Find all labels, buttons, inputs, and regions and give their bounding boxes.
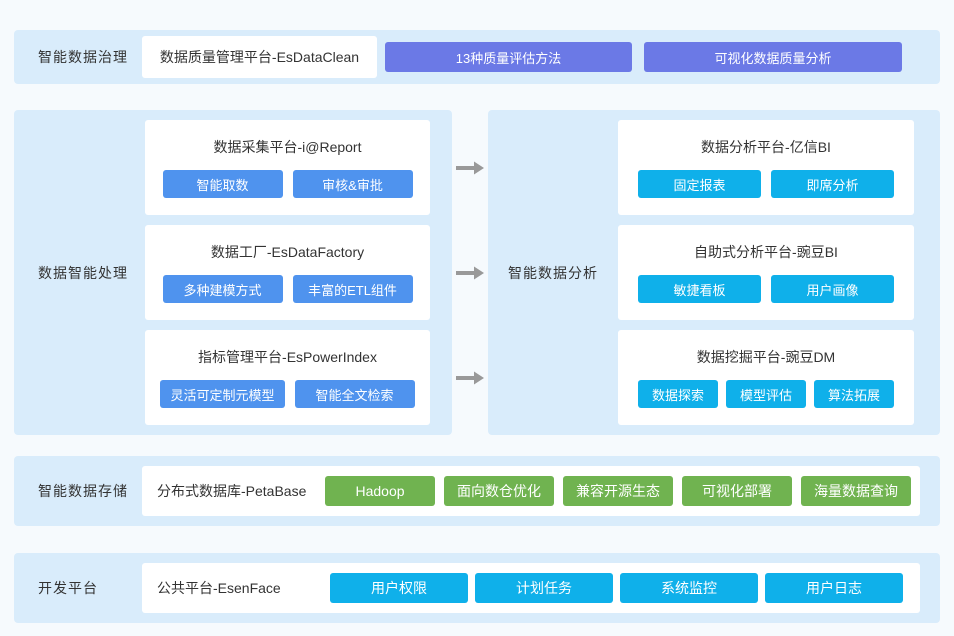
- feature-button-agile-dashboard[interactable]: 敏捷看板: [638, 275, 761, 303]
- feature-row: 数据探索 模型评估 算法拓展: [638, 380, 894, 408]
- section-label-analysis: 智能数据分析: [508, 264, 598, 281]
- feature-button-user-logs[interactable]: 用户日志: [765, 573, 903, 603]
- panel-data-governance: 智能数据治理 数据质量管理平台-EsDataClean 13种质量评估方法 可视…: [14, 30, 940, 84]
- right-arrow-icon: [455, 371, 485, 385]
- feature-button-user-permissions[interactable]: 用户权限: [330, 573, 468, 603]
- panel-dev-platform: 开发平台 公共平台-EsenFace 用户权限 计划任务 系统监控 用户日志: [14, 553, 940, 623]
- feature-button-system-monitoring[interactable]: 系统监控: [620, 573, 758, 603]
- platform-title-esdatafactory: 数据工厂-EsDataFactory: [210, 244, 365, 260]
- feature-button-open-source-compat[interactable]: 兼容开源生态: [563, 476, 673, 506]
- platform-card-esenface: 公共平台-EsenFace 用户权限 计划任务 系统监控 用户日志: [142, 563, 920, 613]
- feature-row: 固定报表 即席分析: [638, 170, 894, 198]
- panel-data-analysis: 智能数据分析 数据分析平台-亿信BI 固定报表 即席分析 自助式分析平台-豌豆B…: [488, 110, 940, 435]
- platform-title-wandoudm: 数据挖掘平台-豌豆DM: [696, 349, 836, 365]
- feature-button-scheduled-tasks[interactable]: 计划任务: [475, 573, 613, 603]
- platform-card-esenbi: 数据分析平台-亿信BI 固定报表 即席分析: [618, 120, 914, 215]
- platform-card-esdatafactory: 数据工厂-EsDataFactory 多种建模方式 丰富的ETL组件: [145, 225, 430, 320]
- feature-button-custom-meta-model[interactable]: 灵活可定制元模型: [160, 380, 285, 408]
- feature-button-model-evaluation[interactable]: 模型评估: [726, 380, 806, 408]
- feature-row: 敏捷看板 用户画像: [638, 275, 894, 303]
- right-arrow-icon: [455, 266, 485, 280]
- platform-card-ireport: 数据采集平台-i@Report 智能取数 审核&审批: [145, 120, 430, 215]
- feature-button-etl-components[interactable]: 丰富的ETL组件: [292, 275, 413, 303]
- feature-button-user-profile[interactable]: 用户画像: [771, 275, 894, 303]
- feature-row: Hadoop 面向数仓优化 兼容开源生态 可视化部署 海量数据查询: [325, 476, 911, 506]
- platform-title-espowerindex: 指标管理平台-EsPowerIndex: [198, 349, 377, 365]
- platform-title-esenbi: 数据分析平台-亿信BI: [701, 139, 831, 155]
- section-label-development: 开发平台: [38, 580, 98, 596]
- feature-button-hadoop[interactable]: Hadoop: [325, 476, 435, 506]
- feature-button-fixed-reports[interactable]: 固定报表: [638, 170, 761, 198]
- platform-title-ireport: 数据采集平台-i@Report: [213, 139, 362, 155]
- feature-button-data-exploration[interactable]: 数据探索: [638, 380, 718, 408]
- feature-button-massive-data-query[interactable]: 海量数据查询: [801, 476, 911, 506]
- feature-button-visual-deploy[interactable]: 可视化部署: [682, 476, 792, 506]
- section-label-storage: 智能数据存储: [38, 483, 128, 499]
- platform-card-esdataclean: 数据质量管理平台-EsDataClean: [142, 36, 377, 78]
- feature-row: 智能取数 审核&审批: [162, 170, 413, 198]
- platform-title-wandoubi: 自助式分析平台-豌豆BI: [694, 244, 838, 260]
- section-label-governance: 智能数据治理: [38, 49, 128, 65]
- platform-card-wandoubi: 自助式分析平台-豌豆BI 敏捷看板 用户画像: [618, 225, 914, 320]
- platform-title-esdataclean: 数据质量管理平台-EsDataClean: [159, 49, 360, 65]
- feature-button-quality-eval-methods[interactable]: 13种质量评估方法: [385, 42, 632, 72]
- feature-button-adhoc-analysis[interactable]: 即席分析: [771, 170, 894, 198]
- section-label-processing: 数据智能处理: [38, 264, 128, 281]
- feature-button-fulltext-search[interactable]: 智能全文检索: [294, 380, 415, 408]
- feature-row: 用户权限 计划任务 系统监控 用户日志: [330, 573, 903, 603]
- right-arrow-icon: [455, 161, 485, 175]
- feature-button-visual-quality-analysis[interactable]: 可视化数据质量分析: [644, 42, 902, 72]
- platform-card-wandoudm: 数据挖掘平台-豌豆DM 数据探索 模型评估 算法拓展: [618, 330, 914, 425]
- panel-data-processing: 数据智能处理 数据采集平台-i@Report 智能取数 审核&审批 数据工厂-E…: [14, 110, 452, 435]
- feature-button-algorithm-extension[interactable]: 算法拓展: [814, 380, 894, 408]
- feature-button-smart-fetch[interactable]: 智能取数: [162, 170, 283, 198]
- platform-title-petabase: 分布式数据库-PetaBase: [157, 483, 307, 499]
- feature-button-dw-optimized[interactable]: 面向数仓优化: [444, 476, 554, 506]
- feature-row: 灵活可定制元模型 智能全文检索: [160, 380, 415, 408]
- feature-button-audit-approve[interactable]: 审核&审批: [292, 170, 413, 198]
- processing-cards: 数据采集平台-i@Report 智能取数 审核&审批 数据工厂-EsDataFa…: [145, 120, 430, 425]
- panel-data-storage: 智能数据存储 分布式数据库-PetaBase Hadoop 面向数仓优化 兼容开…: [14, 456, 940, 526]
- platform-card-petabase: 分布式数据库-PetaBase Hadoop 面向数仓优化 兼容开源生态 可视化…: [142, 466, 920, 516]
- feature-row: 多种建模方式 丰富的ETL组件: [162, 275, 413, 303]
- platform-title-esenface: 公共平台-EsenFace: [157, 580, 281, 596]
- feature-button-modeling-modes[interactable]: 多种建模方式: [162, 275, 283, 303]
- platform-card-espowerindex: 指标管理平台-EsPowerIndex 灵活可定制元模型 智能全文检索: [145, 330, 430, 425]
- analysis-cards: 数据分析平台-亿信BI 固定报表 即席分析 自助式分析平台-豌豆BI 敏捷看板 …: [618, 120, 914, 425]
